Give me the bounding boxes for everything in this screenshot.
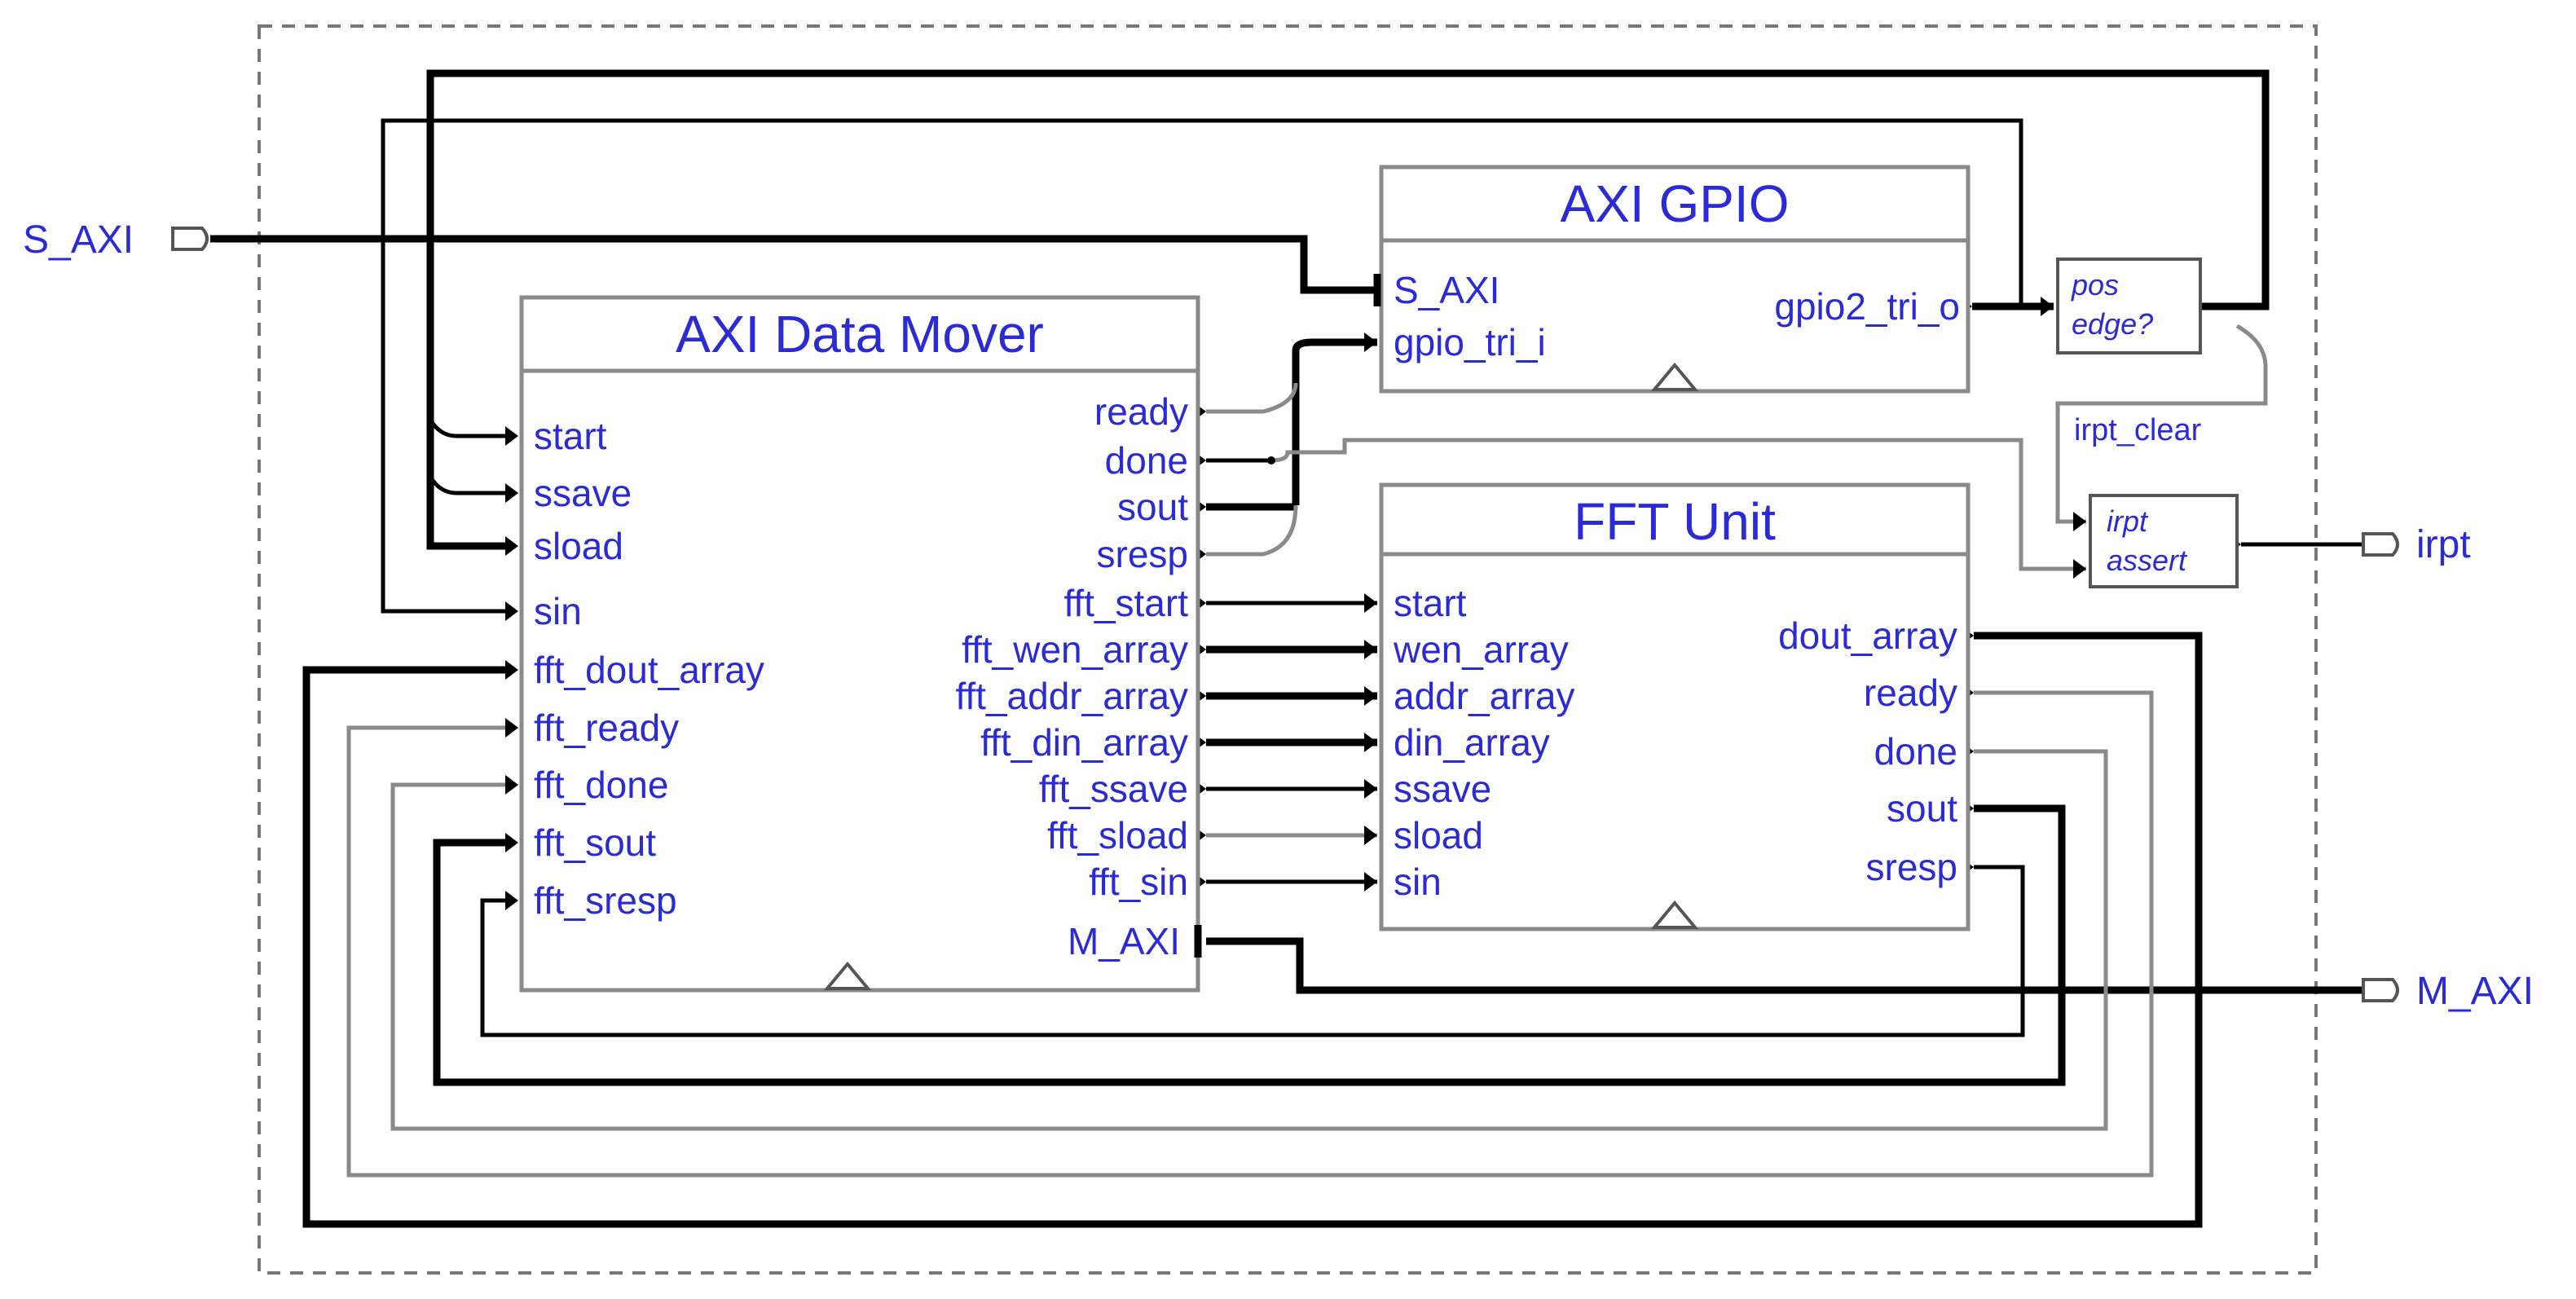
dm-out-fft-ssave: fft_ssave [1039, 768, 1188, 810]
s-axi-bus [210, 235, 1377, 294]
status-bus-wire [1292, 338, 1377, 505]
done-to-irpt-wire [1270, 438, 2086, 571]
dm-in-fft-done: fft_done [534, 764, 668, 806]
dm-in-start: start [534, 415, 607, 457]
dm-out-ready: ready [1094, 390, 1188, 433]
fft-out-done: done [1874, 730, 1957, 773]
dm-out-fft-sload: fft_sload [1047, 814, 1188, 856]
dm-out-m-axi: M_AXI [1068, 920, 1180, 962]
fft-unit-block[interactable]: FFT Unit start wen_array addr_array din_… [1379, 482, 1971, 931]
sresp-to-gpio-wire [1206, 504, 1298, 557]
irpt-clear-label: irpt_clear [2074, 413, 2202, 447]
pos-edge-line2: edge? [2072, 307, 2153, 341]
gpio-port-tri-i: gpio_tri_i [1394, 321, 1546, 363]
dm-out-sresp: sresp [1097, 533, 1188, 575]
dm-out-fft-sin: fft_sin [1089, 861, 1188, 903]
clock-triangle-icon [1650, 900, 1699, 929]
fft-in-ssave: ssave [1394, 768, 1491, 810]
dm-out-sout: sout [1117, 486, 1188, 528]
fft-in-din-array: din_array [1394, 721, 1550, 764]
ssave-feed-wire [428, 475, 505, 495]
ext-port-irpt-label: irpt [2416, 523, 2471, 566]
axi-gpio-block[interactable]: AXI GPIO S_AXI gpio_tri_i gpio2_tri_o [1373, 165, 1971, 394]
gpio2-to-sin-wire [381, 118, 2023, 614]
done-feedback [390, 749, 2108, 1131]
output-port-icon [2362, 532, 2399, 557]
clock-triangle-icon [823, 961, 872, 990]
fft-in-sload: sload [1394, 814, 1483, 856]
dm-out-done: done [1105, 439, 1188, 482]
data-mover-block[interactable]: AXI Data Mover start ssave sload sin fft… [519, 295, 1202, 993]
sresp-feedback [480, 865, 2025, 1037]
dm-out-fft-din-array: fft_din_array [980, 721, 1188, 764]
irpt-assert-block[interactable]: irpt assert [2089, 494, 2239, 588]
dm-in-ssave: ssave [534, 472, 632, 514]
fft-in-sin: sin [1394, 861, 1442, 903]
m-axi-bus [1206, 937, 2363, 994]
fft-in-start: start [1394, 582, 1467, 624]
dm-out-fft-wen-array: fft_wen_array [962, 628, 1188, 671]
input-port-icon [171, 227, 209, 251]
irpt-clear-wire [2055, 324, 2268, 524]
ext-port-m-axi[interactable]: M_AXI [2362, 970, 2534, 1013]
pos-edge-line1: pos [2071, 268, 2119, 302]
pos-edge-block[interactable]: pos edge? [2056, 258, 2202, 354]
dm-in-fft-sresp: fft_sresp [534, 879, 677, 922]
dm-in-fft-sout: fft_sout [534, 821, 656, 864]
dm-out-fft-start: fft_start [1063, 582, 1188, 624]
dm-in-sin: sin [534, 590, 582, 632]
output-port-icon [2362, 978, 2399, 1002]
dm-in-fft-dout-array: fft_dout_array [534, 649, 764, 691]
clock-triangle-icon [1650, 362, 1699, 391]
ready-feedback [346, 690, 2154, 1178]
gpio-port-s-axi: S_AXI [1394, 269, 1499, 311]
dm-out-fft-addr-array: fft_addr_array [955, 675, 1188, 717]
ext-port-s-axi-label: S_AXI [23, 218, 134, 262]
dm-in-fft-ready: fft_ready [534, 707, 679, 749]
irpt-assert-line1: irpt [2107, 504, 2149, 538]
fft-in-addr-array: addr_array [1394, 675, 1574, 717]
system-boundary [258, 24, 2318, 1275]
fft-unit-title: FFT Unit [1574, 492, 1776, 551]
start-feed-wire [428, 418, 505, 438]
dout-array-feedback [302, 632, 2203, 1228]
gpio-port-tri-o: gpio2_tri_o [1774, 285, 1960, 328]
axi-gpio-title: AXI GPIO [1561, 174, 1790, 233]
fft-out-sresp: sresp [1866, 846, 1957, 888]
ext-port-m-axi-label: M_AXI [2416, 970, 2534, 1013]
irpt-assert-line2: assert [2107, 544, 2188, 577]
fft-out-ready: ready [1864, 672, 1957, 714]
fft-out-dout-array: dout_array [1778, 614, 1957, 657]
sout-feedback [433, 804, 2066, 1086]
posedge-to-sload-wire [426, 69, 2270, 550]
fft-out-sout: sout [1887, 787, 1957, 830]
dm-in-sload: sload [534, 525, 623, 567]
ext-port-irpt[interactable]: irpt [2362, 523, 2471, 566]
fft-in-wen-array: wen_array [1393, 628, 1569, 671]
ext-port-s-axi[interactable]: S_AXI [23, 218, 209, 262]
data-mover-title: AXI Data Mover [676, 305, 1044, 363]
ready-to-gpio-wire [1206, 382, 1298, 414]
